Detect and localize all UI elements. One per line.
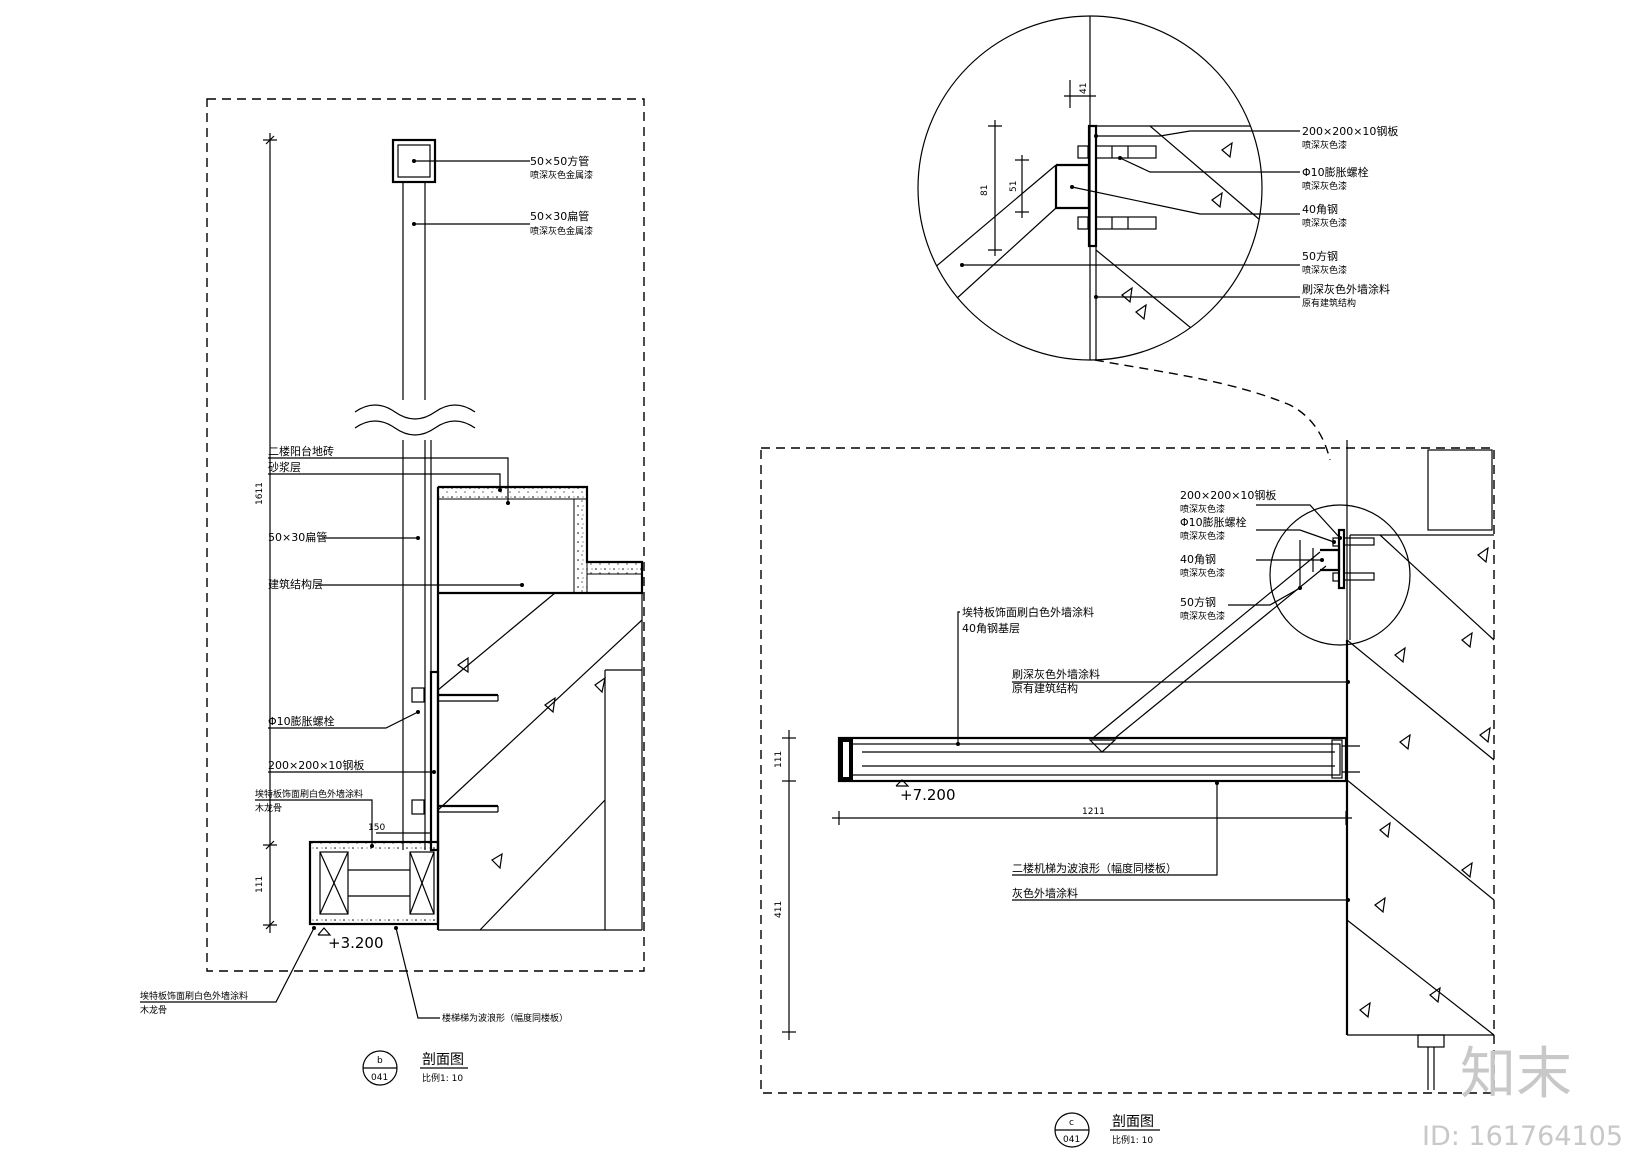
dim-height-top: 1611 (255, 482, 265, 505)
label-structure: 建筑结构层 (268, 577, 323, 591)
label-wood-keel: 木龙骨 (255, 802, 282, 814)
label-c-wall-struct: 原有建筑结构 (1012, 681, 1078, 695)
watermark-logo: 知末 (1460, 1042, 1572, 1107)
label-bolt: Φ10膨胀螺栓 (268, 714, 335, 728)
label-flat-tube-side: 50×30扁管 (268, 530, 327, 544)
title-c-scale: 比例1: 10 (1112, 1134, 1153, 1146)
label-c-square: 50方钢 (1180, 595, 1216, 609)
label-c-wave-note: 二楼机梯为波浪形（幅度同楼板） (1012, 861, 1177, 875)
detail-dim-top: 41 (1079, 83, 1089, 94)
level-b: +3.200 (328, 934, 384, 952)
steel-plate (429, 670, 440, 852)
label-square-tube: 50×50方管 (530, 154, 589, 168)
label-c-plate: 200×200×10钢板 (1180, 488, 1276, 502)
label-c-plate-paint: 喷深灰色漆 (1180, 503, 1225, 515)
dim-c-thickness: 111 (774, 751, 784, 768)
watermark-id: ID: 161764105 (1422, 1121, 1623, 1152)
detail-label-square-paint: 喷深灰色漆 (1302, 264, 1347, 276)
bottom-beam (308, 840, 440, 926)
detail-connector (1094, 359, 1331, 461)
label-c-bolt-paint: 喷深灰色漆 (1180, 530, 1225, 542)
slab-outline (438, 485, 644, 595)
detail-enlarged: 81 51 41 200×200×10钢板 喷深灰色漆 Φ10膨胀螺栓 喷深灰色… (917, 15, 1398, 461)
section-c: +7.200 111 411 1211 埃特板饰面刷白色外墙涂料 40角钢基层 … (760, 440, 1495, 1148)
label-floor-tile: 二楼阳台地砖 (268, 444, 334, 458)
detail-label-plate: 200×200×10钢板 (1302, 124, 1398, 138)
label-c-angle-base: 40角钢基层 (962, 622, 1020, 635)
existing-facade (1427, 449, 1493, 531)
label-c-square-paint: 喷深灰色漆 (1180, 610, 1225, 622)
dim-height-bottom: 111 (255, 876, 265, 893)
detail-dim-inner: 51 (1009, 181, 1019, 192)
label-c-angle: 40角钢 (1180, 553, 1216, 566)
label-square-tube-paint: 喷深灰色金属漆 (530, 169, 593, 181)
label-c-board-paint: 埃特板饰面刷白色外墙涂料 (962, 605, 1094, 619)
label-flat-tube-top-paint: 喷深灰色金属漆 (530, 225, 593, 237)
detail-label-wall-paint: 刷深灰色外墙涂料 (1302, 282, 1390, 296)
label-c-wall-paint: 刷深灰色外墙涂料 (1012, 667, 1100, 681)
detail-label-angle-paint: 喷深灰色漆 (1302, 217, 1347, 229)
detail-dim-outer: 81 (980, 185, 990, 196)
dim-c-height: 411 (774, 901, 784, 918)
title-c-ref: c (1069, 1118, 1074, 1128)
section-b-frame (206, 98, 645, 972)
title-c-name: 剖面图 (1112, 1114, 1154, 1130)
label-flat-tube-top: 50×30扁管 (530, 209, 589, 223)
dim-small: 150 (368, 823, 385, 833)
label-bottom-wood-keel: 木龙骨 (140, 1004, 167, 1016)
detail-callout (1269, 504, 1411, 646)
label-c-grey-paint: 灰色外墙涂料 (1012, 886, 1078, 900)
label-board-paint: 埃特板饰面刷白色外墙涂料 (255, 788, 363, 800)
section-b: 1611 111 150 50×50方管 喷深灰色金属漆 50×30扁管 喷深灰… (140, 98, 645, 1086)
watermark: 知末 ID: 161764105 (1422, 1042, 1623, 1152)
label-mortar: 砂浆层 (268, 460, 301, 474)
dim-c-width: 1211 (1082, 807, 1105, 817)
title-c-sheet: 041 (1063, 1135, 1080, 1145)
detail-label-plate-paint: 喷深灰色漆 (1302, 139, 1347, 151)
label-c-angle-paint: 喷深灰色漆 (1180, 567, 1225, 579)
title-b-sheet: 041 (371, 1073, 388, 1083)
title-b-ref: b (377, 1056, 383, 1066)
label-c-bolt: Φ10膨胀螺栓 (1180, 515, 1247, 529)
label-steel-plate: 200×200×10钢板 (268, 758, 364, 772)
detail-label-bolt: Φ10膨胀螺栓 (1302, 165, 1369, 179)
title-b-scale: 比例1: 10 (422, 1072, 463, 1084)
title-block-b: b 041 剖面图 比例1: 10 (362, 1050, 468, 1086)
title-b-name: 剖面图 (422, 1052, 464, 1068)
title-block-c: c 041 剖面图 比例1: 10 (1054, 1112, 1160, 1148)
label-bottom-board-paint: 埃特板饰面刷白色外墙涂料 (140, 990, 248, 1002)
detail-label-angle: 40角钢 (1302, 203, 1338, 216)
level-c: +7.200 (900, 786, 956, 804)
detail-label-wall-struct: 原有建筑结构 (1302, 297, 1356, 309)
label-wave-note: 楼梯梯为波浪形（幅度同楼板） (442, 1012, 568, 1024)
section-c-frame (760, 447, 1495, 1094)
detail-label-bolt-paint: 喷深灰色漆 (1302, 180, 1347, 192)
detail-label-square: 50方钢 (1302, 249, 1338, 263)
